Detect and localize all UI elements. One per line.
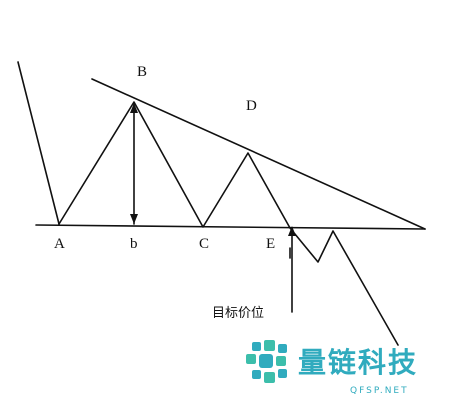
- label-E: E: [266, 236, 275, 252]
- watermark: 量链科技 QFSP.NET: [246, 340, 418, 396]
- target-measure-arrow: [288, 226, 296, 236]
- watermark-subtitle: QFSP.NET: [350, 386, 409, 396]
- resistance-line: [91, 78, 426, 230]
- height-measure-arrow-top: [130, 103, 138, 113]
- support-line: [35, 224, 426, 230]
- label-C: C: [199, 236, 209, 252]
- label-D: D: [246, 98, 257, 114]
- cube-logo-icon: [246, 340, 287, 383]
- label-target-price: 目标价位: [212, 306, 264, 321]
- prior-trend-line: [17, 61, 60, 225]
- label-b: b: [130, 236, 138, 252]
- label-A: A: [54, 236, 65, 252]
- height-measure-arrow-bottom: [130, 214, 138, 224]
- price-path: [58, 101, 399, 346]
- label-B: B: [137, 64, 147, 80]
- watermark-title: 量链科技: [298, 346, 418, 379]
